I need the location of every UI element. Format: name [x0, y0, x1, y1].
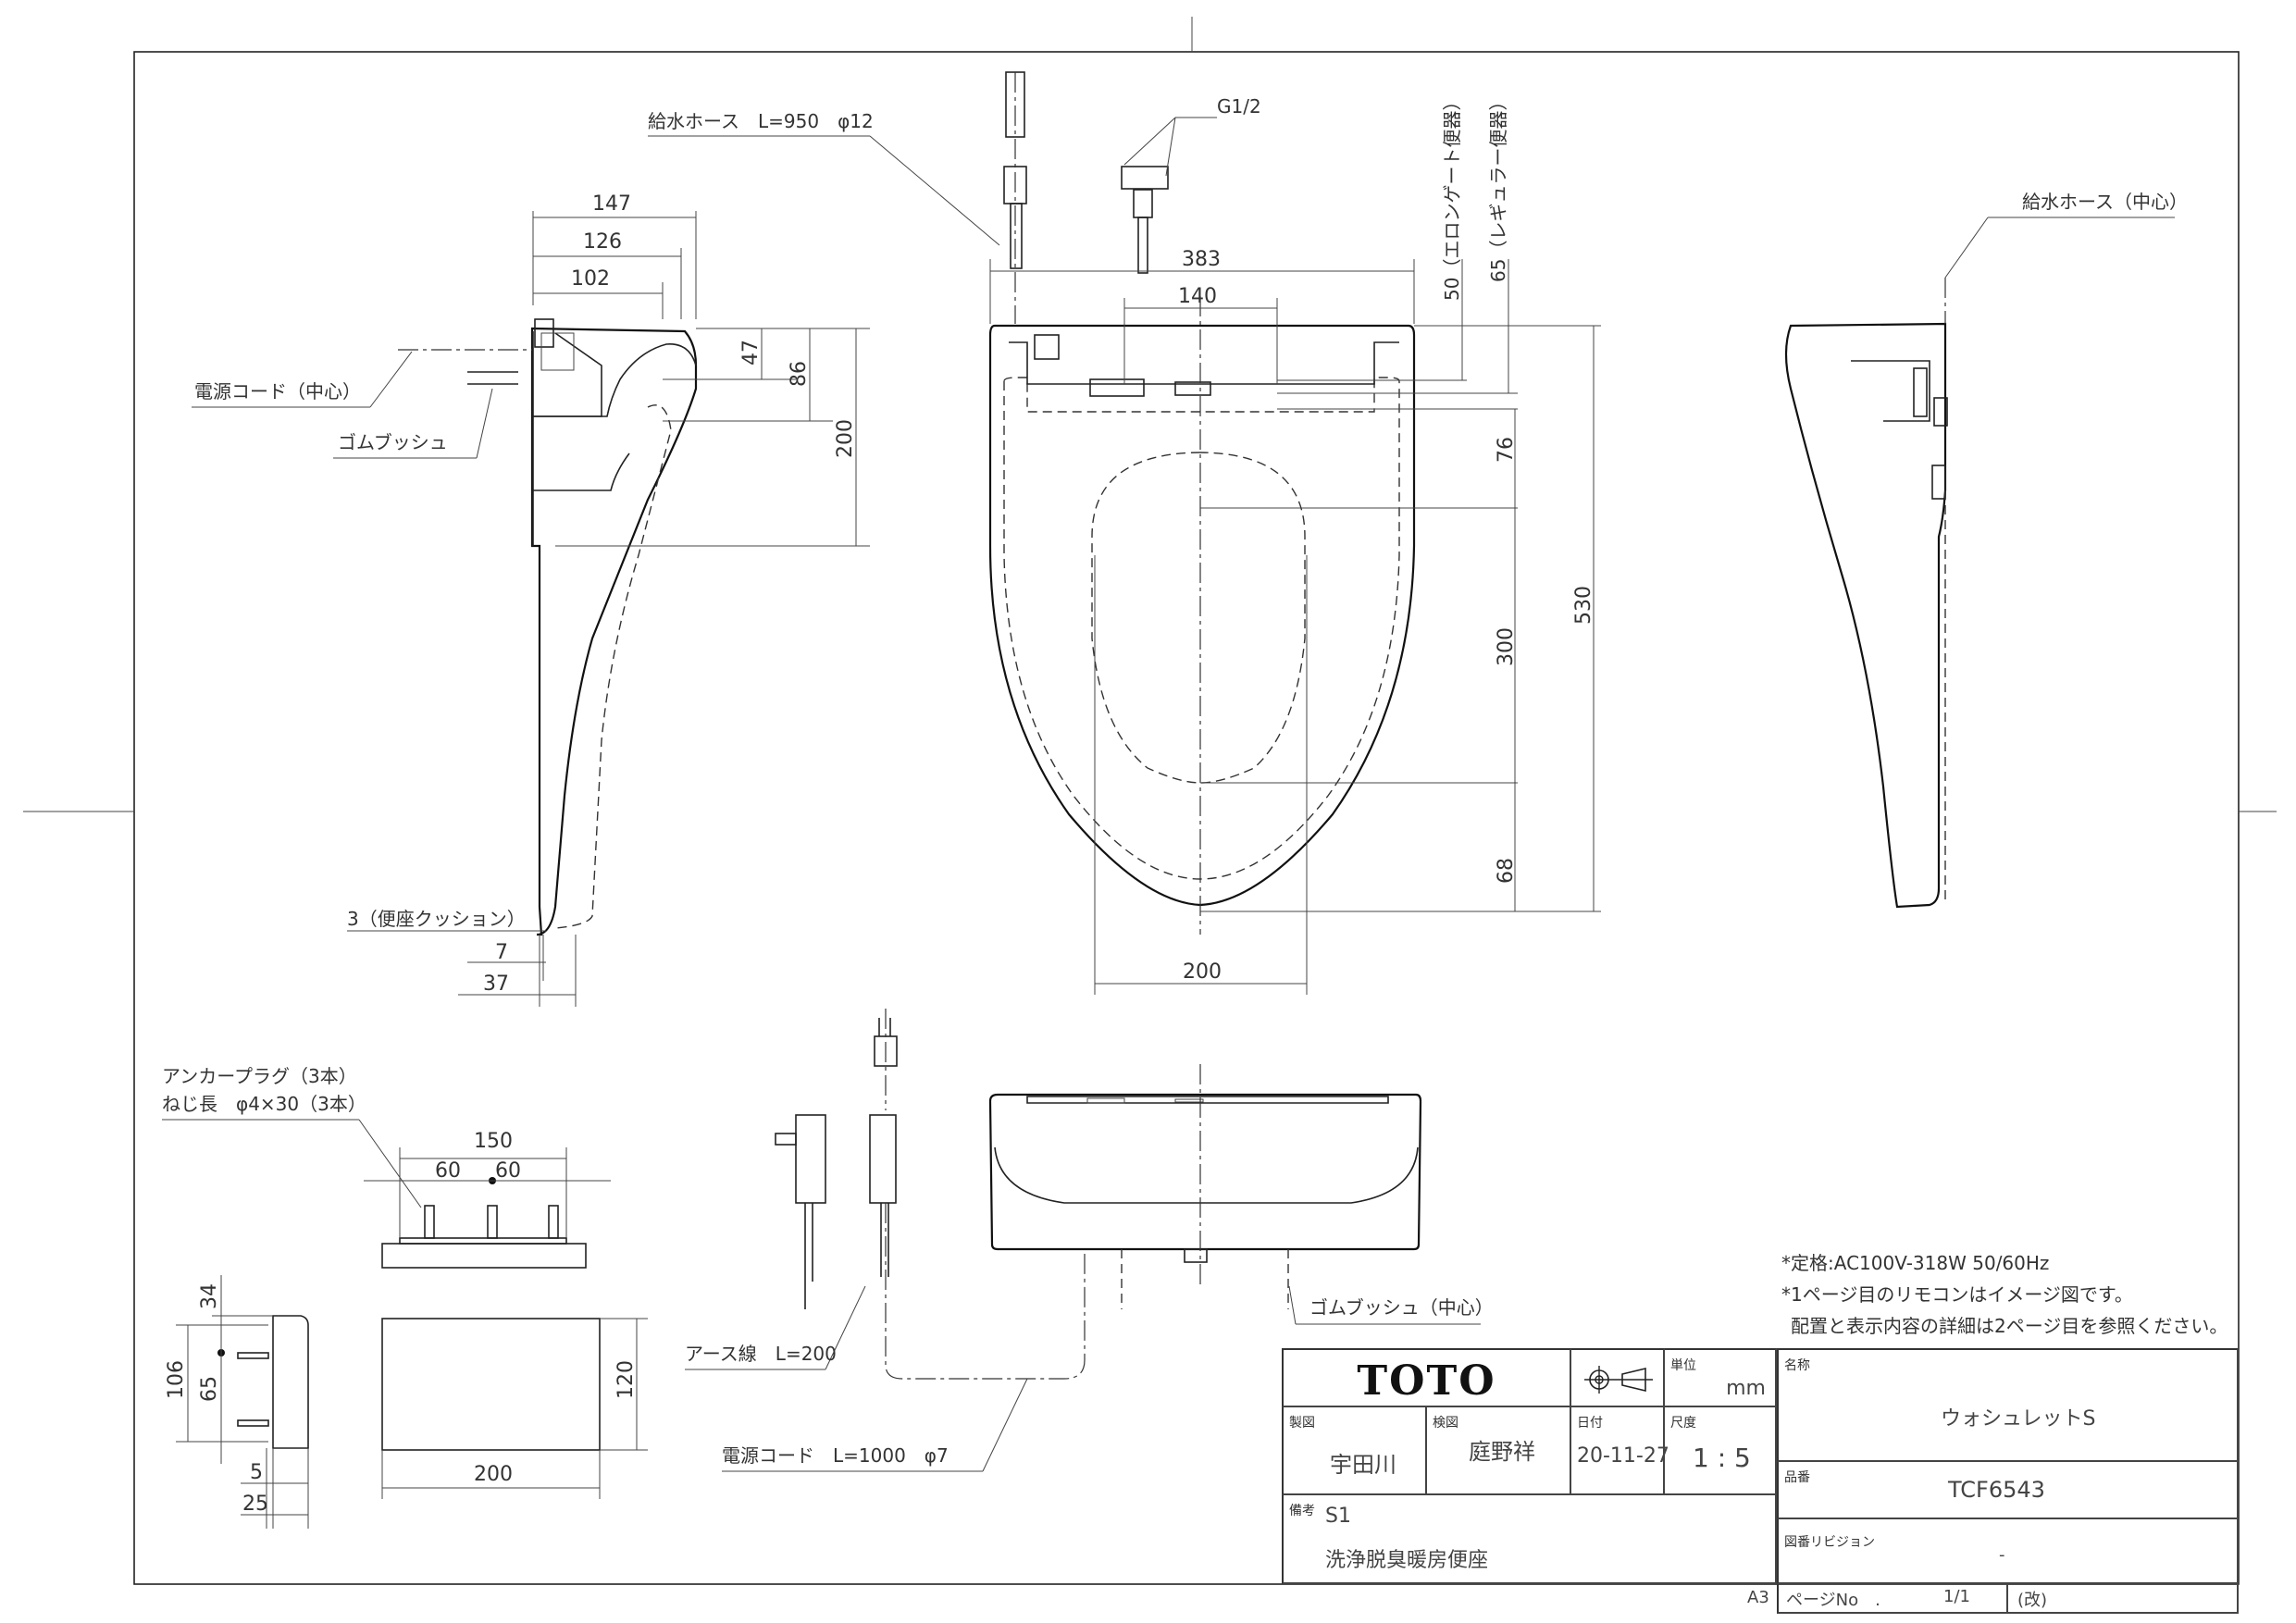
callout-power-cord: 電源コード L=1000 φ7	[722, 1444, 949, 1467]
callout-seat-cushion: 3（便座クッション）	[347, 908, 526, 930]
dim-5: 5	[250, 1461, 263, 1484]
remarks-cell: 備考 S1 洗浄脱臭暖房便座	[1282, 1495, 1777, 1584]
page-number-label: ページNo .	[1786, 1591, 1880, 1610]
callout-supply-hose-center: 給水ホース（中心）	[2022, 191, 2188, 213]
part-number-cell: 品番 TCF6543	[1777, 1462, 2239, 1519]
callout-supply-hose: 給水ホース L=950 φ12	[648, 110, 874, 132]
remote-view: 200 120	[381, 1318, 648, 1499]
unit-label: 単位	[1670, 1358, 1696, 1373]
callout-earth-wire: アース線 L=200	[685, 1343, 837, 1365]
date-label: 日付	[1577, 1416, 1603, 1431]
callout-screw: ねじ長 φ4×30（3本）	[162, 1093, 366, 1115]
page-number-value: 1/1	[1943, 1587, 1970, 1606]
company-logo: TOTO	[1357, 1357, 1496, 1405]
dim-60-right: 60	[495, 1159, 521, 1183]
anchor-plate-view: アンカープラグ（3本） ねじ長 φ4×30（3本） 150 60 60	[162, 1065, 611, 1529]
date-value: 20-11-27	[1577, 1444, 1669, 1468]
product-name-cell: 名称 ウォシュレットS	[1777, 1348, 2239, 1462]
revision-label: 図番リビジョン	[1784, 1535, 1875, 1550]
projection-symbol-cell	[1571, 1348, 1665, 1407]
dim-200: 200	[834, 419, 857, 458]
side-view-right: 給水ホース（中心）	[1784, 191, 2188, 909]
dim-300: 300	[1495, 627, 1518, 666]
drawing-frame	[23, 17, 2277, 1585]
dim-65: 65	[198, 1376, 221, 1402]
dim-150: 150	[474, 1130, 513, 1153]
paper-size: A3	[1747, 1588, 1769, 1607]
dim-76: 76	[1495, 437, 1518, 463]
callout-rubber-bush-center: ゴムブッシュ（中心）	[1309, 1296, 1494, 1319]
washlet-logo-plate	[1174, 381, 1211, 396]
dim-140: 140	[1178, 285, 1217, 308]
dim-530: 530	[1572, 586, 1595, 625]
scale-cell: 尺度 1 : 5	[1665, 1407, 1777, 1495]
dim-25: 25	[242, 1493, 268, 1516]
front-view-and-plug: アース線 L=200 電源コード L=1000 φ7 ゴムブッシュ（中心）	[685, 1009, 1494, 1472]
dim-37: 37	[483, 973, 509, 996]
date-cell: 日付 20-11-27	[1571, 1407, 1669, 1495]
callout-rubber-bush: ゴムブッシュ	[338, 431, 448, 453]
supply-hose-callout: 給水ホース L=950 φ12	[648, 110, 1000, 246]
side-view-left: 147 126 102 47 86 200 7 37 電源コード（中心） ゴムブ…	[192, 192, 870, 1007]
remarks-code: S1	[1325, 1505, 1351, 1528]
third-angle-projection-icon	[1584, 1366, 1653, 1394]
callout-anchor-plug: アンカープラグ（3本）	[162, 1065, 357, 1087]
callout-regular: 65（レギュラー便器）	[1487, 93, 1509, 282]
revision-cell: 図番リビジョン -	[1777, 1519, 2239, 1584]
note-details: 配置と表示内容の詳細は2ページ目を参照ください。	[1791, 1315, 2228, 1337]
dim-68: 68	[1495, 858, 1518, 884]
part-number-label: 品番	[1784, 1470, 1810, 1485]
remarks-label: 備考	[1289, 1504, 1315, 1518]
company-logo-cell: TOTO	[1282, 1348, 1571, 1407]
dim-383: 383	[1182, 248, 1221, 271]
drafter-value: 宇田川	[1330, 1452, 1396, 1478]
dim-34: 34	[198, 1283, 221, 1309]
checker-value: 庭野祥	[1469, 1439, 1535, 1465]
dim-7: 7	[495, 941, 508, 964]
dim-remote-120: 120	[614, 1360, 638, 1399]
spec-notes: *定格:AC100V-318W 50/60Hz *1ページ目のリモコンはイメージ…	[1781, 1247, 2228, 1342]
callout-g-thread: G1/2	[1217, 95, 1261, 118]
dim-106: 106	[165, 1360, 188, 1399]
scale-value: 1 : 5	[1693, 1443, 1751, 1473]
drafter-label: 製図	[1289, 1416, 1315, 1431]
unit-cell: 単位 mm	[1665, 1348, 1777, 1407]
dim-102: 102	[571, 267, 610, 291]
revision-mark-cell: (改)	[2008, 1584, 2239, 1614]
control-panel-icons	[1089, 378, 1145, 397]
revision-mark: (改)	[2017, 1591, 2048, 1610]
part-number-value: TCF6543	[1948, 1477, 2045, 1503]
callout-elongated: 50（エロンゲート便器）	[1441, 93, 1463, 301]
top-view-center: G1/2	[988, 71, 1601, 995]
note-remote: *1ページ目のリモコンはイメージ図です。	[1781, 1283, 2133, 1306]
note-rating: *定格:AC100V-318W 50/60Hz	[1781, 1252, 2050, 1274]
callout-power-cord-center: 電源コード（中心）	[194, 380, 361, 403]
revision-value: -	[1999, 1545, 2005, 1565]
page-number-cell: ページNo . 1/1	[1777, 1584, 2008, 1614]
remarks-description: 洗浄脱臭暖房便座	[1325, 1549, 1489, 1572]
dim-top-200: 200	[1183, 960, 1222, 984]
dim-47: 47	[739, 340, 763, 365]
product-name-value: ウォシュレットS	[1941, 1407, 2096, 1431]
dim-remote-200: 200	[474, 1463, 513, 1486]
checker-cell: 検図 庭野祥	[1427, 1407, 1571, 1495]
checker-label: 検図	[1433, 1416, 1458, 1431]
dim-86: 86	[788, 361, 811, 387]
scale-label: 尺度	[1670, 1416, 1696, 1431]
drafter-cell: 製図 宇田川	[1282, 1407, 1427, 1495]
dim-126: 126	[583, 230, 622, 254]
dim-60-left: 60	[435, 1159, 461, 1183]
product-name-label: 名称	[1784, 1358, 1810, 1373]
dim-147: 147	[592, 192, 631, 216]
unit-value: mm	[1726, 1377, 1766, 1400]
